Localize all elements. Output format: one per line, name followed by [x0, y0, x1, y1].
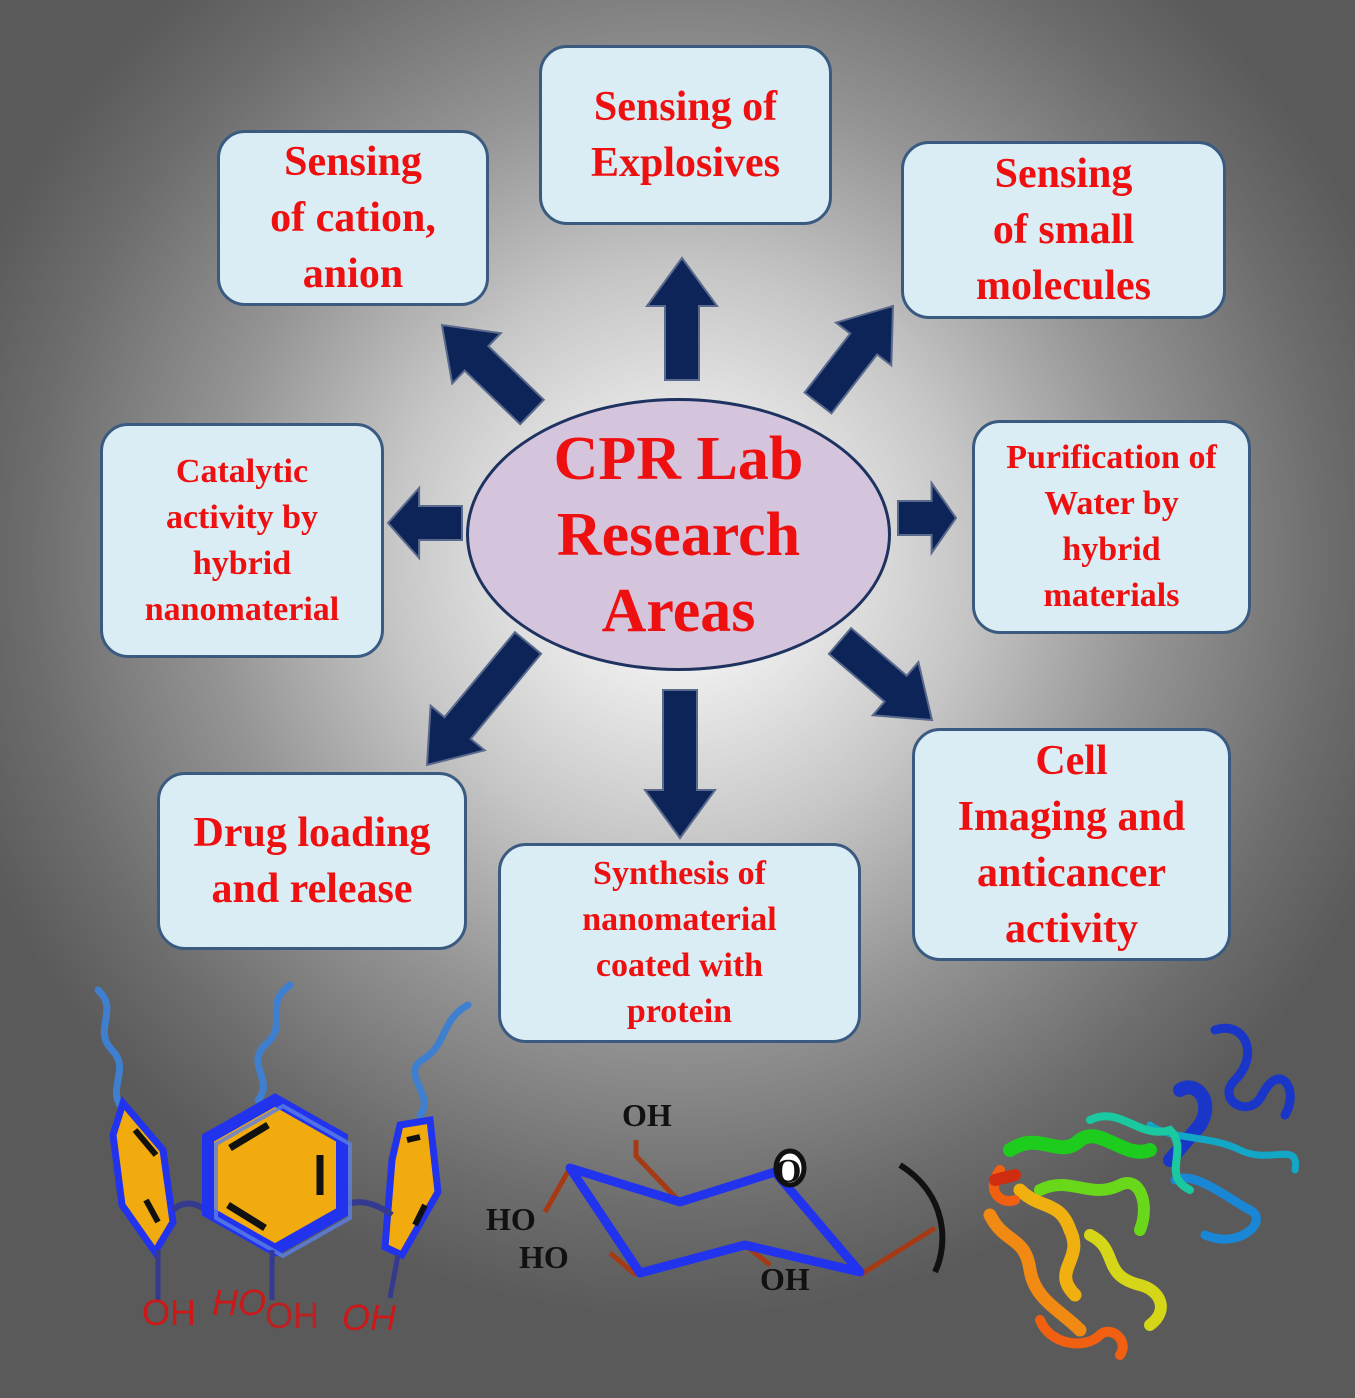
- area-catalytic-activity: Catalytic activity by hybrid nanomateria…: [100, 423, 384, 658]
- area-sensing-cation-anion: Sensing of cation, anion: [217, 130, 489, 306]
- protein-illustration: [983, 1023, 1300, 1360]
- glucose-oh-top: OH: [622, 1097, 672, 1133]
- glucose-ho-1: HO: [486, 1201, 536, 1237]
- arrow-to-drug: [425, 630, 543, 767]
- area-cell-imaging: Cell Imaging and anticancer activity: [912, 728, 1231, 961]
- calixarene-oh-1: OH: [142, 1292, 196, 1333]
- calixarene-ho: HO: [212, 1282, 266, 1323]
- arrow-to-cation-anion: [440, 323, 546, 426]
- calixarene-oh-3: OH: [342, 1297, 397, 1338]
- arrow-to-explosives: [645, 256, 719, 381]
- center-title: CPR Lab Research Areas: [466, 398, 891, 671]
- arrow-to-synthesis: [643, 689, 717, 840]
- area-sensing-small-molecules: Sensing of small molecules: [901, 141, 1226, 319]
- area-purification-water: Purification of Water by hybrid material…: [972, 420, 1251, 634]
- area-synthesis-nanomaterial: Synthesis of nanomaterial coated with pr…: [498, 843, 861, 1043]
- glucose-illustration: OH O HO HO OH: [486, 1097, 946, 1297]
- arrow-to-small-molecules: [803, 304, 895, 415]
- glucose-oh-bottom: OH: [760, 1261, 810, 1297]
- arrow-to-catalytic: [386, 485, 463, 561]
- glucose-ho-2: HO: [519, 1239, 569, 1275]
- arrow-to-cell: [827, 626, 934, 722]
- arrow-to-water: [897, 479, 958, 557]
- calixarene-oh-2: OH: [265, 1295, 319, 1336]
- area-drug-loading: Drug loading and release: [157, 772, 467, 950]
- area-sensing-explosives: Sensing of Explosives: [539, 45, 832, 225]
- glucose-ring-oxygen: O: [775, 1153, 801, 1190]
- calixarene-illustration: OH HO OH OH: [94, 981, 472, 1338]
